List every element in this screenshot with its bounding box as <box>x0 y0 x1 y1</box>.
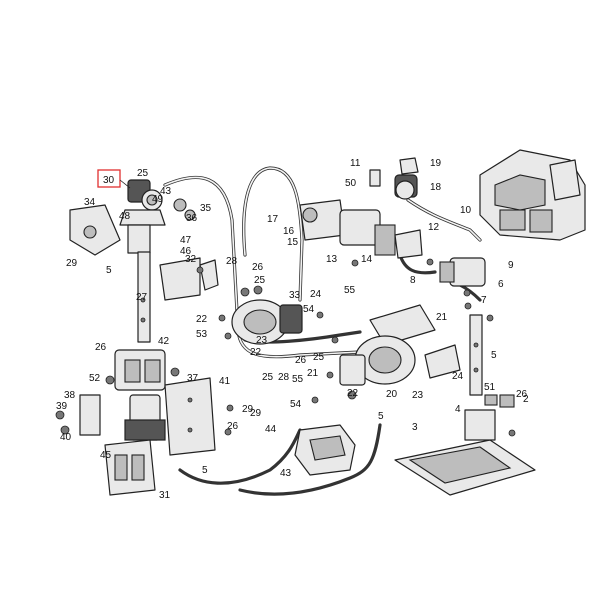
callout-43: 43 <box>160 186 172 197</box>
callout-25: 25 <box>262 372 274 383</box>
callout-28: 28 <box>226 256 238 267</box>
callout-5: 5 <box>0 0 6 3</box>
callout-1: 1 <box>0 0 6 3</box>
callout-14: 14 <box>361 254 373 265</box>
callout-33: 33 <box>289 290 301 301</box>
callout-55: 55 <box>292 374 304 385</box>
callout-5: 5 <box>378 411 384 422</box>
callout-32: 32 <box>185 254 197 265</box>
callout-48: 48 <box>119 211 131 222</box>
callout-21: 21 <box>436 312 448 323</box>
callout-26: 26 <box>95 342 107 353</box>
callout-10: 10 <box>460 205 472 216</box>
machine-assembly <box>479 149 586 241</box>
pump-left <box>231 285 303 345</box>
callout-26: 26 <box>227 421 239 432</box>
callout-9: 9 <box>508 260 514 271</box>
callout-4: 4 <box>455 404 461 415</box>
pump-right <box>439 257 486 297</box>
callout-39: 39 <box>56 401 68 412</box>
callout-17: 17 <box>267 214 279 225</box>
highlight-box <box>97 169 121 188</box>
callout-7: 7 <box>481 295 487 306</box>
callout-20: 20 <box>386 389 398 400</box>
callout-54: 54 <box>290 399 302 410</box>
callout-3: 3 <box>412 422 418 433</box>
callout-50: 50 <box>345 178 357 189</box>
callout-23: 23 <box>256 335 268 346</box>
callout-29: 29 <box>66 258 78 269</box>
callout-8: 8 <box>410 275 416 286</box>
valve-assembly-left <box>69 179 219 343</box>
callout-19: 19 <box>430 158 442 169</box>
callout-55: 55 <box>344 285 356 296</box>
callout-38: 38 <box>64 390 76 401</box>
callout-49: 49 <box>152 194 164 205</box>
bracket-right <box>424 314 483 396</box>
callout-53: 53 <box>196 329 208 340</box>
callout-43: 43 <box>280 468 292 479</box>
callout-29: 29 <box>250 408 262 419</box>
highlight-label: 30 <box>103 175 115 186</box>
callout-22: 22 <box>250 347 262 358</box>
callout-22: 22 <box>196 314 208 325</box>
callout-31: 31 <box>159 490 171 501</box>
callout-41: 41 <box>219 376 231 387</box>
callout-29: 29 <box>242 404 254 415</box>
callout-2: 2 <box>523 394 529 405</box>
callout-24: 24 <box>452 371 464 382</box>
callout-51: 51 <box>484 382 496 393</box>
callout-25: 25 <box>254 275 266 286</box>
callout-54: 54 <box>303 304 315 315</box>
callout-25: 25 <box>313 352 325 363</box>
valve-assembly-lower-left <box>55 349 216 496</box>
callout-35: 35 <box>200 203 212 214</box>
callout-11: 11 <box>350 158 361 169</box>
callout-40: 40 <box>60 432 72 443</box>
callout-15: 15 <box>287 237 299 248</box>
callout-26: 26 <box>295 355 307 366</box>
callout-46: 46 <box>180 246 192 257</box>
callout-36: 36 <box>186 213 198 224</box>
callout-16: 16 <box>283 226 295 237</box>
screws <box>170 258 516 437</box>
callout-5: 5 <box>202 465 208 476</box>
drip-tray <box>294 424 356 476</box>
callout-47: 47 <box>180 235 192 246</box>
pump-upper <box>299 199 423 259</box>
callout-26: 26 <box>252 262 264 273</box>
callout-25: 25 <box>137 168 149 179</box>
callout-23: 23 <box>412 390 424 401</box>
base-frame <box>394 394 536 496</box>
callout-26: 26 <box>516 389 528 400</box>
callout-52: 52 <box>89 373 101 384</box>
callout-44: 44 <box>265 424 277 435</box>
callout-34: 34 <box>84 197 96 208</box>
callout-21: 21 <box>307 368 319 379</box>
callout-45: 45 <box>100 450 112 461</box>
callout-27: 27 <box>136 292 148 303</box>
callout-13: 13 <box>326 254 338 265</box>
callout-6: 6 <box>498 279 504 290</box>
callout-24: 24 <box>310 289 322 300</box>
callout-5: 5 <box>106 265 112 276</box>
callout-5: 5 <box>491 350 497 361</box>
callout-12: 12 <box>428 222 440 233</box>
boiler-right <box>339 304 436 400</box>
callout-18: 18 <box>430 182 442 193</box>
callout-37: 37 <box>187 373 199 384</box>
callout-28: 28 <box>278 372 290 383</box>
callout-42: 42 <box>158 336 170 347</box>
solenoid-top <box>369 157 419 200</box>
callout-22: 22 <box>347 388 359 399</box>
